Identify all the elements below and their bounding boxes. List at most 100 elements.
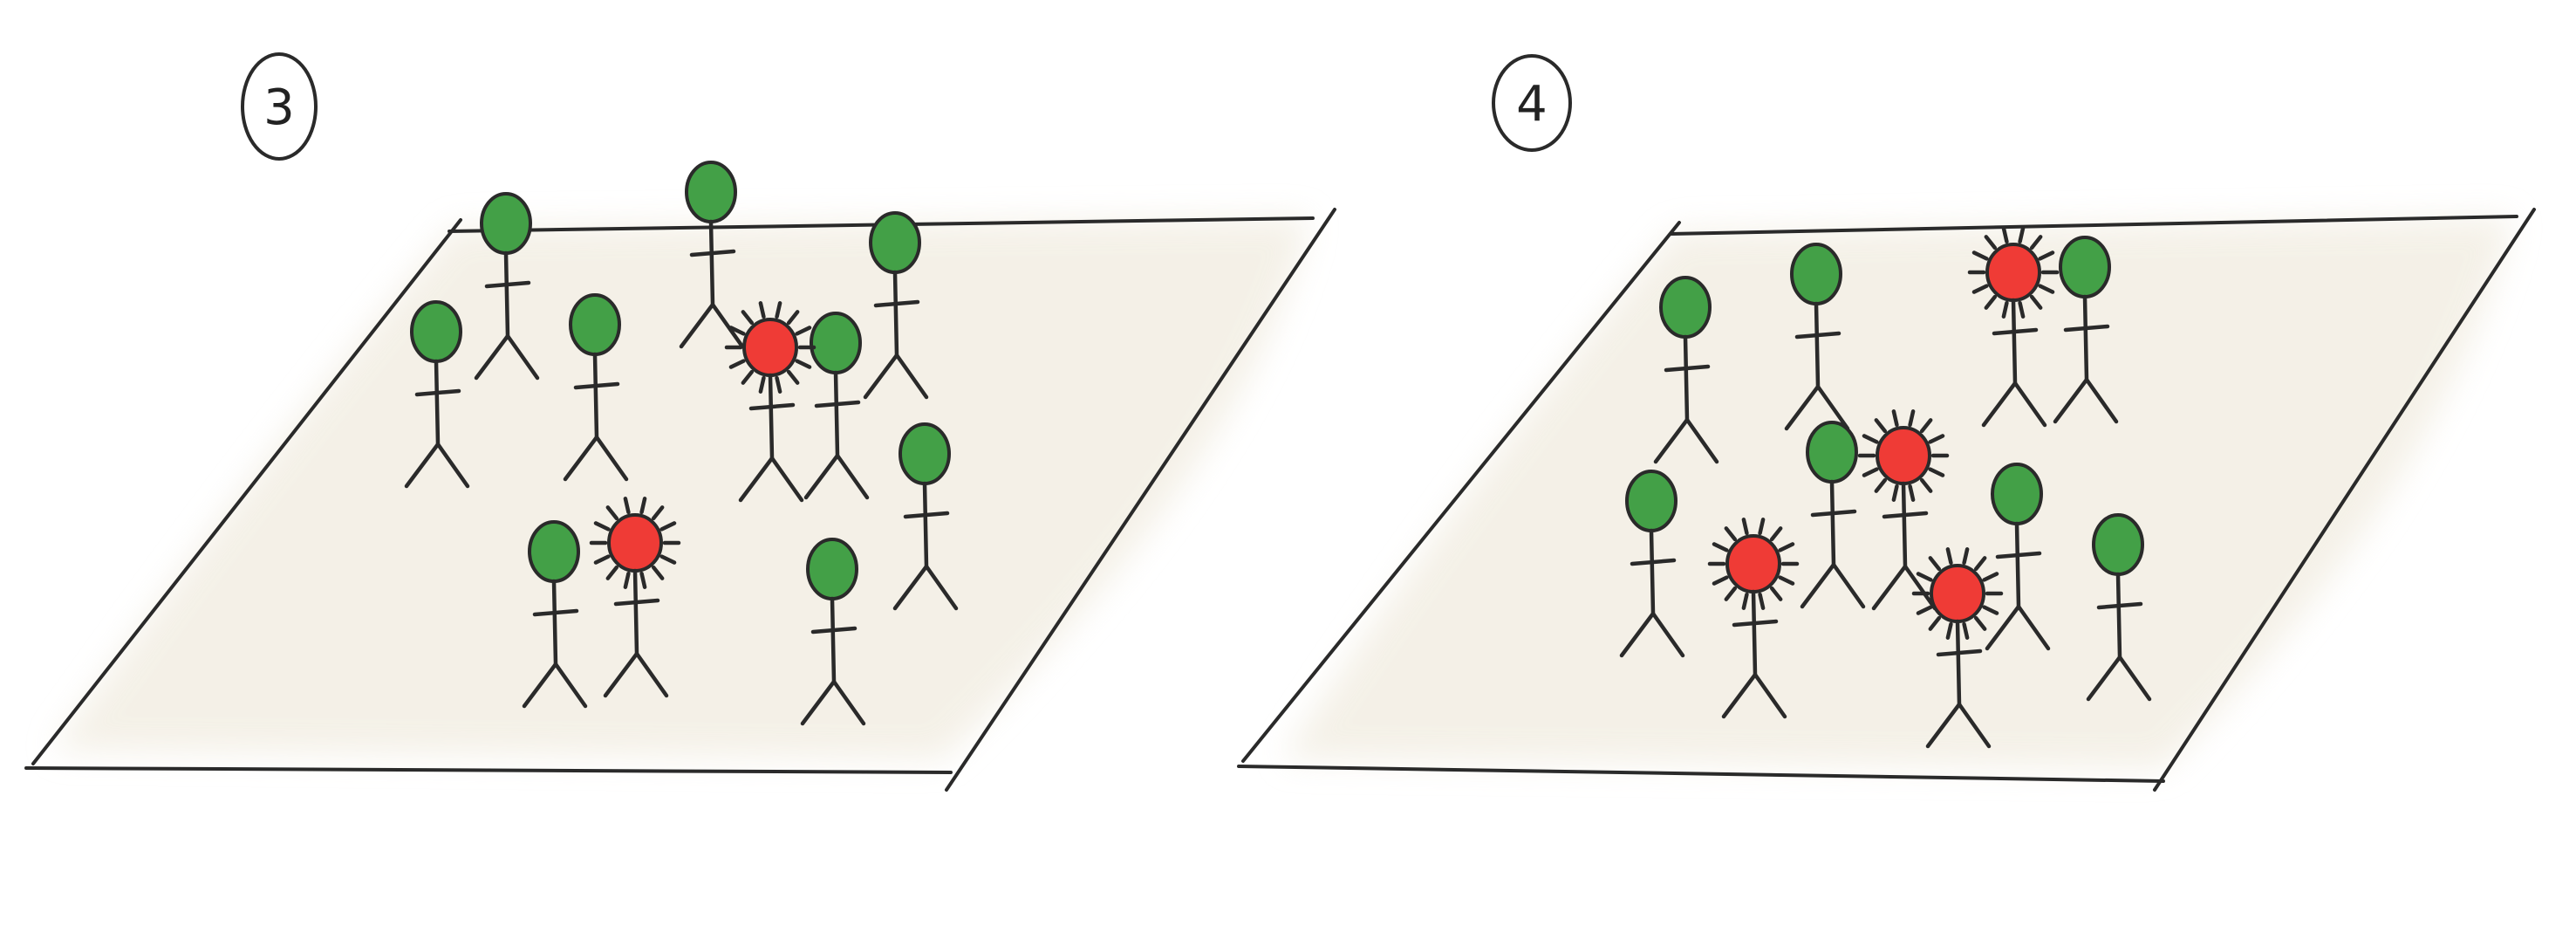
panel-4: 4 — [1237, 54, 2536, 792]
panel-3-number: 3 — [263, 79, 295, 136]
head — [1930, 564, 1985, 623]
infected-person — [1707, 518, 1800, 719]
right-leg — [1650, 611, 1685, 658]
right-leg — [435, 442, 470, 489]
infected-person — [1967, 226, 2060, 428]
healthy-person — [1985, 463, 2051, 651]
torso — [1955, 619, 1962, 707]
left-leg — [522, 662, 558, 709]
panel-3-label: 3 — [241, 52, 318, 161]
healthy-person — [863, 211, 929, 400]
healthy-person — [563, 293, 629, 482]
torso — [768, 373, 775, 461]
left-leg — [1721, 672, 1758, 719]
plane-edge-bottom — [24, 766, 953, 774]
plane-edge-left — [31, 218, 462, 765]
left-leg — [863, 353, 899, 400]
torso — [434, 359, 441, 447]
head — [1876, 426, 1931, 485]
head — [685, 161, 737, 223]
torso — [2115, 572, 2122, 660]
torso — [833, 370, 840, 458]
healthy-person — [404, 300, 470, 489]
torso — [503, 250, 510, 339]
torso — [922, 481, 929, 569]
right-leg — [894, 353, 929, 400]
head — [810, 312, 862, 374]
right-leg — [2012, 381, 2047, 428]
left-leg — [1653, 417, 1690, 464]
panel-3-figures — [404, 161, 959, 726]
left-leg — [800, 679, 837, 726]
arms — [1992, 327, 2039, 336]
panel-4-ground — [1237, 208, 2536, 792]
head — [1625, 470, 1677, 532]
left-leg — [474, 333, 510, 381]
ground-wash — [52, 218, 1308, 759]
torso — [1814, 301, 1821, 389]
left-leg — [404, 442, 441, 489]
panel-4-label: 4 — [1492, 54, 1572, 152]
head — [1985, 243, 2041, 302]
arms — [1810, 509, 1857, 518]
head — [1806, 421, 1858, 484]
left-leg — [803, 453, 840, 500]
plane-edge-top — [1669, 215, 2518, 236]
left-leg — [1619, 611, 1656, 658]
healthy-person — [1619, 470, 1685, 658]
left-leg — [603, 651, 639, 698]
head — [806, 538, 858, 600]
right-leg — [2016, 604, 2051, 651]
right-leg — [710, 302, 745, 349]
healthy-person — [800, 538, 866, 726]
left-leg — [1800, 562, 1836, 609]
left-leg — [2053, 377, 2089, 424]
head — [2092, 513, 2144, 576]
left-leg — [563, 435, 599, 482]
torso — [1901, 481, 1908, 569]
ground-wash — [1282, 218, 2512, 768]
left-leg — [1871, 564, 1908, 611]
right-leg — [1753, 672, 1787, 719]
healthy-person — [803, 312, 870, 500]
right-leg — [553, 662, 588, 709]
arms — [1882, 511, 1929, 519]
torso — [1683, 334, 1690, 422]
healthy-person — [2086, 513, 2152, 702]
arms — [1936, 648, 1983, 657]
panel-3: 3 — [24, 52, 1336, 792]
infection-spikes — [1911, 547, 2004, 640]
head — [410, 300, 462, 363]
arms — [2063, 324, 2110, 333]
plane-edge-right — [2153, 208, 2536, 792]
arms — [748, 402, 796, 411]
torso — [708, 219, 715, 307]
infected-person — [589, 497, 681, 698]
head — [1790, 243, 1842, 305]
left-leg — [1784, 384, 1821, 431]
arms — [1664, 364, 1711, 373]
arms — [2096, 601, 2143, 610]
head — [607, 513, 663, 573]
left-leg — [1925, 702, 1962, 749]
left-leg — [738, 456, 775, 503]
plane-edge-left — [1241, 221, 1681, 763]
healthy-person — [1800, 421, 1866, 609]
arms — [573, 381, 620, 390]
arms — [689, 249, 736, 257]
arms — [613, 598, 660, 607]
healthy-person — [474, 192, 540, 381]
torso — [592, 352, 599, 440]
right-leg — [1957, 702, 1992, 749]
torso — [551, 579, 558, 667]
arms — [873, 299, 920, 308]
torso — [1829, 479, 1836, 567]
right-leg — [924, 564, 959, 611]
torso — [892, 270, 899, 358]
arms — [414, 388, 461, 397]
arms — [1630, 558, 1677, 566]
right-leg — [835, 453, 870, 500]
infection-spikes — [1967, 226, 2060, 319]
arms — [810, 626, 858, 635]
